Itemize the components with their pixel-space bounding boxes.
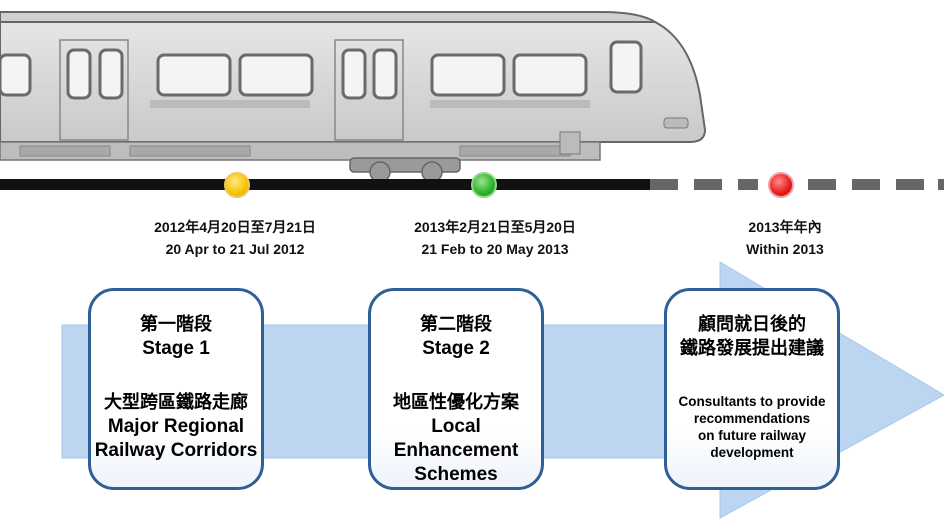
milestone-date-1: 2012年4月20日至7月21日 20 Apr to 21 Jul 2012 — [100, 216, 370, 260]
timeline-track-dash — [808, 179, 836, 190]
stage-desc-en-line1: Consultants to provide — [678, 394, 826, 409]
milestone-date-en: 20 Apr to 21 Jul 2012 — [165, 241, 305, 257]
stage-desc-zh: 地區性優化方案 — [393, 392, 519, 413]
stage-desc-en-line1: Local Enhancement — [393, 416, 519, 461]
timeline-track-dash — [938, 179, 944, 190]
milestone-dot-red — [768, 172, 794, 198]
milestone-date-3: 2013年年內 Within 2013 — [705, 216, 865, 260]
stage-title-en: Stage 1 — [142, 338, 210, 359]
timeline-track-dash — [896, 179, 924, 190]
stage-desc-en-line2: Schemes — [414, 464, 498, 485]
milestone-date-zh: 2012年4月20日至7月21日 — [154, 219, 316, 235]
timeline-track — [0, 179, 650, 190]
milestone-date-zh: 2013年年內 — [748, 219, 822, 235]
stage-desc-en-line2: Railway Corridors — [94, 440, 258, 461]
stage-2-card: 第二階段 Stage 2 地區性優化方案 Local Enhancement S… — [368, 288, 544, 490]
milestone-date-en: 21 Feb to 20 May 2013 — [421, 241, 569, 257]
stage-title-en: Stage 2 — [422, 338, 490, 359]
stage-desc-en-line3: on future railway — [697, 428, 807, 443]
milestone-date-en: Within 2013 — [746, 241, 824, 257]
milestone-dot-yellow — [224, 172, 250, 198]
stage-1-card: 第一階段 Stage 1 大型跨區鐵路走廊 Major Regional Rai… — [88, 288, 264, 490]
timeline-track-dash — [650, 179, 678, 190]
timeline-track-dash — [738, 179, 758, 190]
stage-desc-en-line2: recommendations — [693, 411, 811, 426]
timeline-track-dash — [852, 179, 880, 190]
stage-3-card: 顧問就日後的 鐵路發展提出建議 Consultants to provide r… — [664, 288, 840, 490]
stage-desc-en-line1: Major Regional — [107, 416, 245, 437]
stage-title-zh: 第二階段 — [420, 314, 492, 335]
stage-desc-en-line4: development — [710, 445, 794, 460]
stage-title-zh-line2: 鐵路發展提出建議 — [680, 338, 824, 359]
stage-desc-zh: 大型跨區鐵路走廊 — [104, 392, 248, 413]
stage-title-zh-line1: 顧問就日後的 — [698, 314, 806, 335]
milestone-date-2: 2013年2月21日至5月20日 21 Feb to 20 May 2013 — [360, 216, 630, 260]
timeline-track-dash — [694, 179, 722, 190]
stage-title-zh: 第一階段 — [140, 314, 212, 335]
train-illustration — [0, 11, 707, 183]
milestone-date-zh: 2013年2月21日至5月20日 — [414, 219, 576, 235]
milestone-dot-green — [471, 172, 497, 198]
